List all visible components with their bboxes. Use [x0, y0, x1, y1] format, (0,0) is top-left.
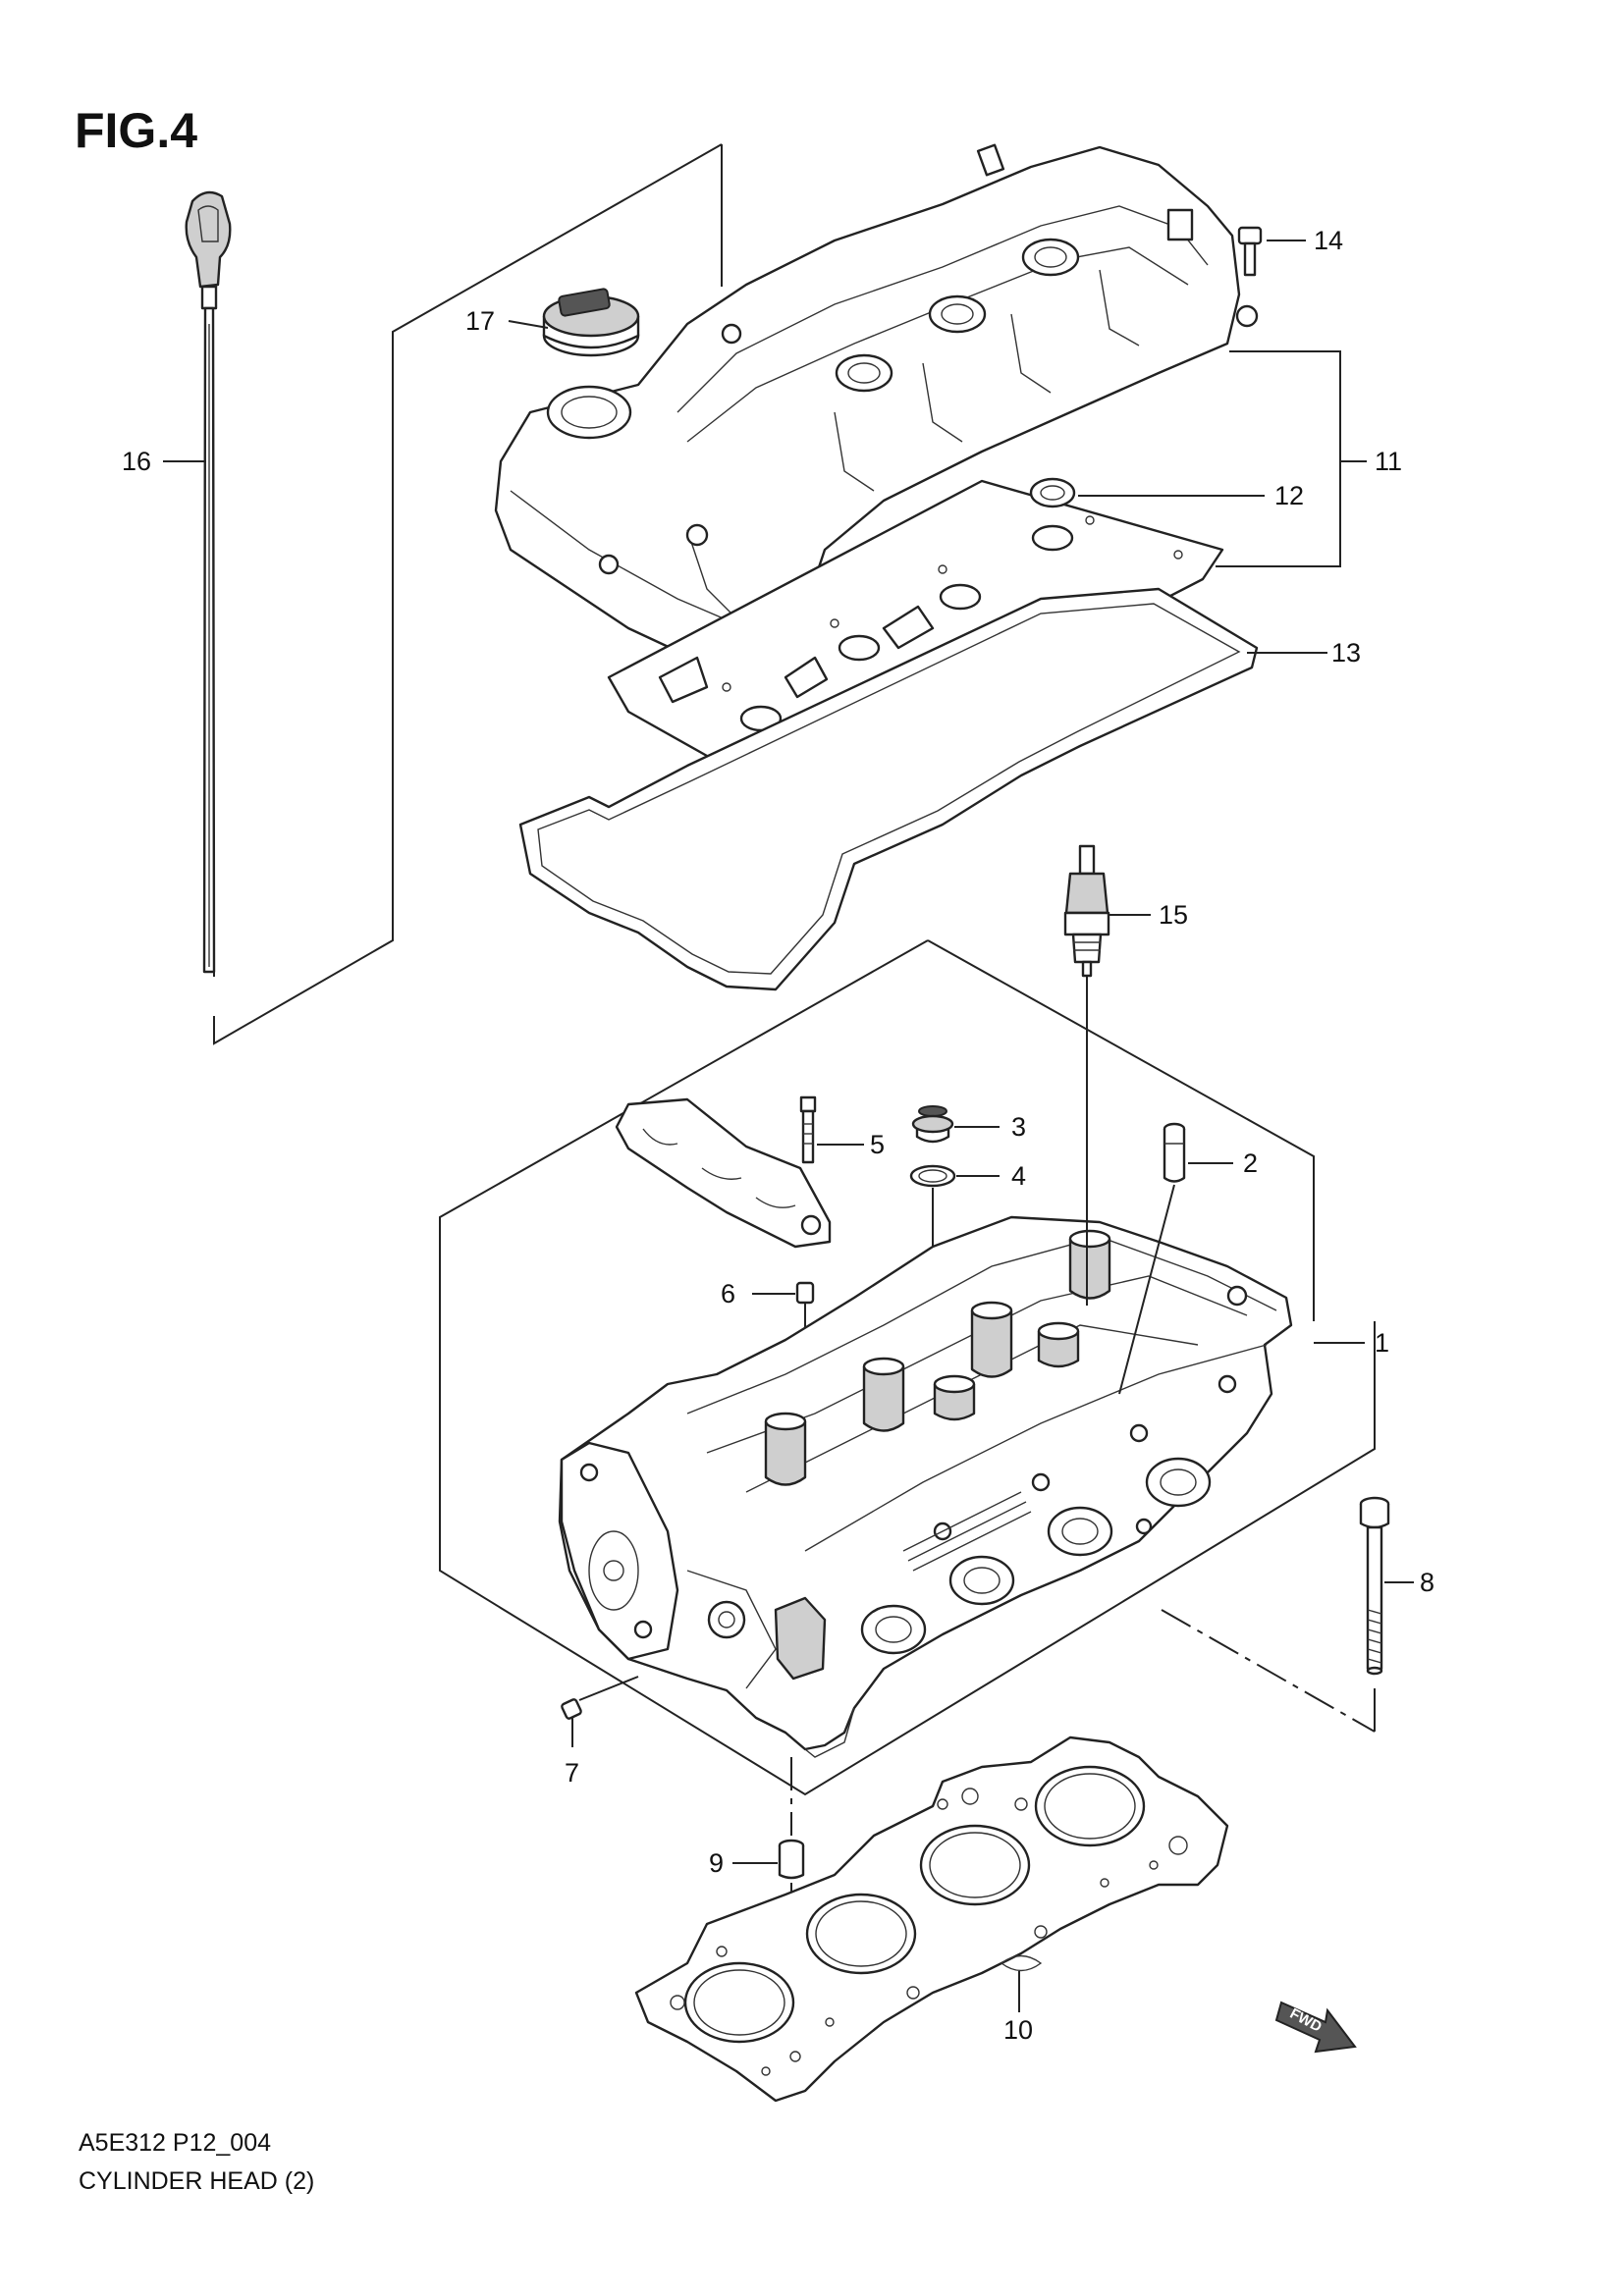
callout-17: 17 [465, 306, 495, 336]
upper-group-frame [213, 143, 723, 1045]
callout-6: 6 [721, 1279, 735, 1308]
cylinder-head-bolt [1359, 1496, 1390, 1676]
callout-13: 13 [1331, 638, 1361, 667]
callout-7: 7 [565, 1758, 579, 1788]
cylinder-head-cover [494, 143, 1259, 658]
callout-10: 10 [1003, 2015, 1033, 2045]
callout-3: 3 [1011, 1112, 1026, 1142]
callout-9: 9 [709, 1848, 724, 1878]
callout-labels: 14 17 16 11 12 13 15 3 5 2 4 6 1 8 7 9 1… [122, 226, 1434, 2045]
callout-16: 16 [122, 447, 151, 476]
head-cover-seal [518, 587, 1259, 991]
callout-2: 2 [1243, 1148, 1258, 1178]
camshaft-housing [615, 1097, 832, 1249]
spark-plug [1063, 844, 1110, 978]
leader-lines [163, 226, 1414, 2012]
plug-7 [561, 1676, 639, 1720]
plug-tube [1163, 1122, 1186, 1183]
drawing-code: A5E312 P12_004 [79, 2129, 271, 2157]
cover-gasket-plate [607, 477, 1224, 792]
callout-5: 5 [870, 1130, 885, 1159]
callout-15: 15 [1159, 900, 1188, 930]
callout-1: 1 [1375, 1328, 1389, 1358]
callout-12: 12 [1274, 481, 1304, 510]
bolt-14 [1237, 226, 1263, 277]
oil-level-gauge [185, 190, 232, 977]
valve-lifters [764, 1229, 1111, 1486]
drawing-caption: CYLINDER HEAD (2) [79, 2167, 314, 2195]
callout-11: 11 [1375, 447, 1402, 476]
cylinder-head [558, 1215, 1293, 1758]
callout-8: 8 [1420, 1568, 1434, 1597]
callout-14: 14 [1314, 226, 1343, 255]
forward-direction-marker: FWD [1274, 2001, 1357, 2054]
oil-filler-cap [542, 288, 640, 357]
callout-4: 4 [1011, 1161, 1026, 1191]
cylinder-head-gasket [634, 1735, 1229, 2103]
figure-title: FIG.4 [75, 103, 197, 158]
housing-bolt [799, 1095, 817, 1164]
